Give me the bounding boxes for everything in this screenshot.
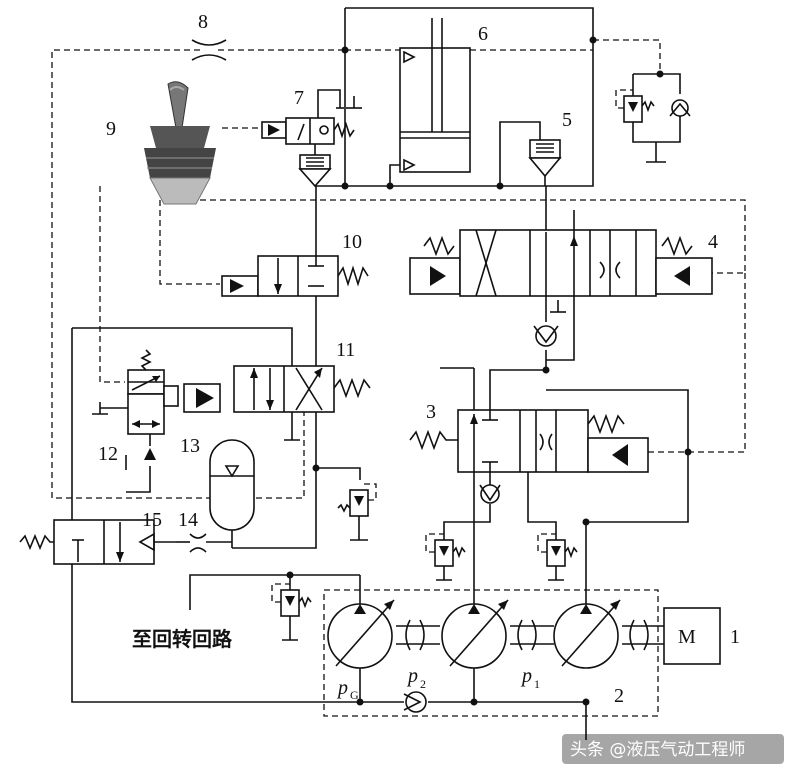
valve-4: 4 (409, 229, 718, 297)
relief-valve-right-13 (337, 483, 377, 541)
label-3: 3 (426, 401, 436, 423)
orifice-8: 8 (191, 11, 227, 61)
label-12: 12 (98, 443, 118, 465)
pressure-pg-sub: G (350, 688, 359, 702)
motor-1: M 1 (663, 607, 740, 665)
junction-dots (286, 36, 692, 579)
orifice-14: 14 (176, 509, 232, 553)
label-4: 4 (708, 231, 718, 253)
label-6: 6 (478, 23, 488, 45)
label-5: 5 (562, 109, 572, 131)
valve-5: 5 (528, 109, 572, 186)
cylinder-6: 6 (399, 18, 488, 173)
joystick-9: 9 (106, 81, 216, 205)
label-8: 8 (198, 11, 208, 33)
label-14: 14 (178, 509, 198, 531)
check-valve-under-4 (533, 300, 566, 347)
watermark-text: 头条 @液压气动工程师 (570, 740, 745, 760)
pilot-lines (51, 39, 746, 499)
label-10: 10 (342, 231, 362, 253)
pressure-p2-sub: 2 (420, 677, 426, 691)
pump-group-2: 2 (323, 589, 664, 717)
relief-check-top-right (615, 73, 691, 163)
pressure-p2: p (406, 665, 418, 687)
label-15: 15 (142, 509, 162, 531)
valve-11: 11 (183, 339, 371, 441)
valve-15: 15 (19, 509, 176, 565)
label-1: 1 (730, 626, 740, 648)
watermark: 头条 @液压气动工程师 (562, 734, 784, 764)
label-7: 7 (294, 87, 304, 109)
valve-3: 3 (409, 401, 649, 473)
label-2: 2 (614, 685, 624, 707)
label-13: 13 (180, 435, 200, 457)
pressure-p1: p (520, 665, 532, 687)
label-11: 11 (336, 339, 355, 361)
valve-12: 12 (92, 349, 179, 465)
accumulator-13: 13 (180, 435, 255, 548)
check-valve-under-3 (479, 484, 501, 504)
valve-10: 10 (221, 231, 369, 297)
pressure-labels: p G p 2 p 1 (336, 665, 540, 702)
motor-label: M (678, 626, 696, 648)
valve-7: 7 (261, 87, 362, 188)
relief-valves-pumps (271, 533, 578, 641)
circuit-note: 至回转回路 (132, 627, 233, 651)
pressure-pg: p (336, 677, 348, 699)
pressure-p1-sub: 1 (534, 677, 540, 691)
label-9: 9 (106, 118, 116, 140)
